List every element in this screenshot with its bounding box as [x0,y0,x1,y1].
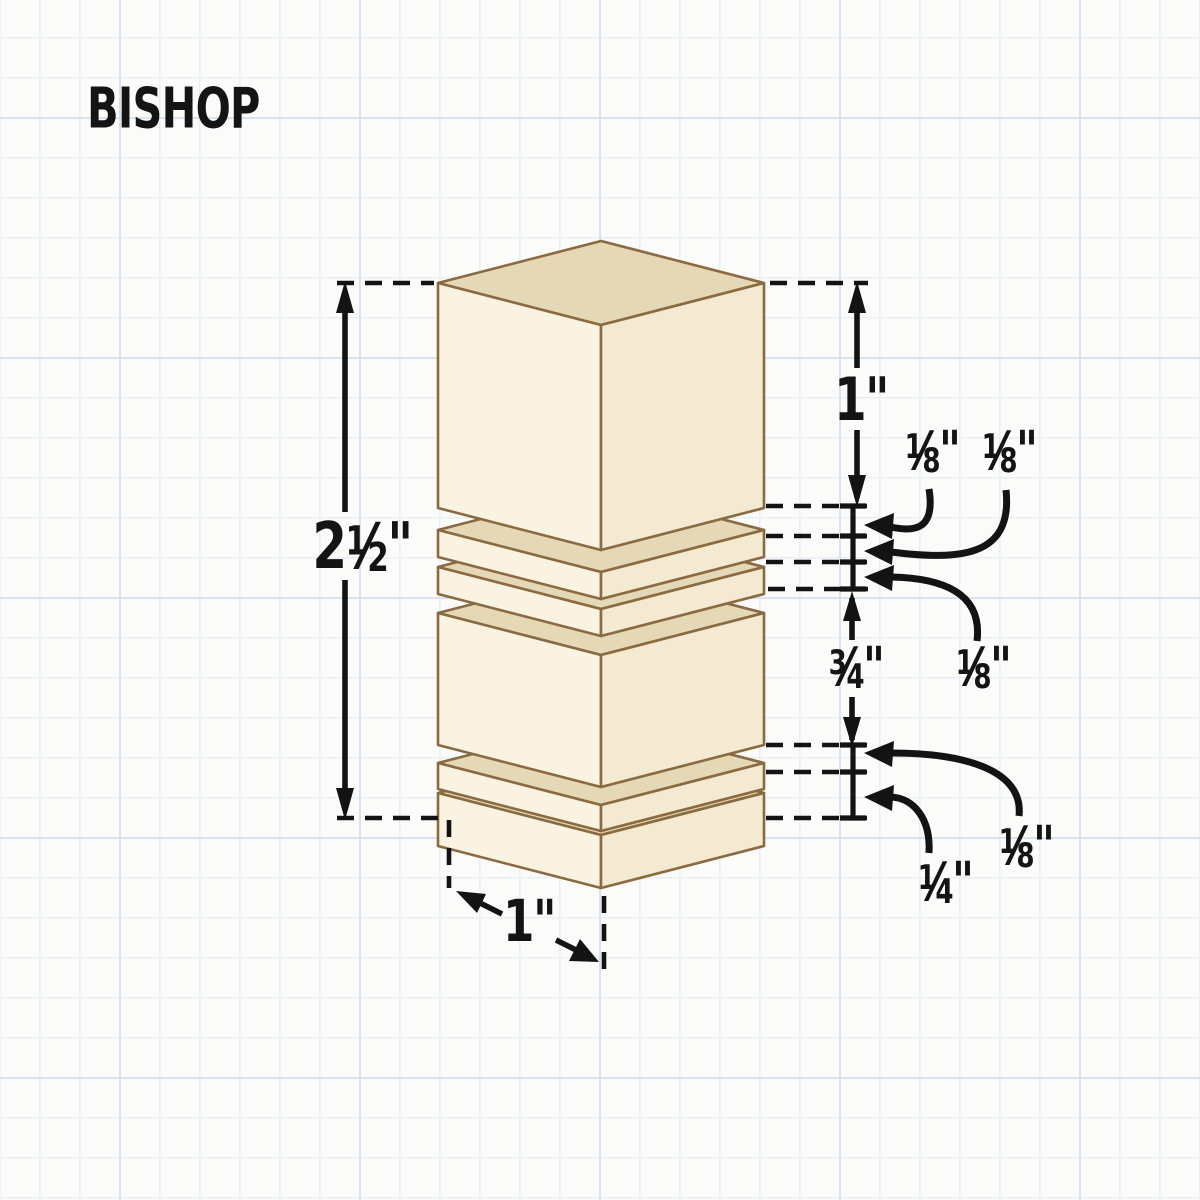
top-block-left-face [436,281,603,552]
arrowhead-down-icon [843,717,861,747]
base-num: 1 [917,858,936,898]
collar-num: 3 [828,643,847,683]
dim-label-base-width: 1" [503,892,557,950]
ring1-right-face [599,528,766,601]
base-slash: ⁄ [932,852,939,914]
footring-den: 8 [1016,836,1034,876]
ring2-right-face [599,565,766,638]
ring1-den: 8 [922,441,940,481]
ring2-den: 8 [999,441,1017,481]
tick-marks [840,503,866,821]
arrowhead-upleft-icon [456,891,486,913]
total-den: 2 [367,535,389,582]
width-unit: " [532,887,557,955]
arrowhead-left-icon [864,565,894,591]
base-den: 4 [935,872,953,912]
ring3-unit: " [990,635,1012,699]
ring2-callout-curve [890,489,1011,559]
top1-whole: 1 [834,365,867,435]
total-whole: 2 [312,510,347,584]
base-right-face [599,791,766,890]
total-unit: " [387,510,413,584]
arrowhead-down-icon [336,788,354,820]
dim-top-block-line [848,281,866,507]
dim-label-base-height: 1⁄4" [917,852,974,914]
dim-label-foot-ring: 1⁄8" [998,816,1055,878]
arrowhead-downright-icon [569,939,599,962]
footring-slash: ⁄ [1013,816,1020,878]
footring-unit: " [1033,814,1055,878]
collar-slash: ⁄ [843,637,850,699]
dim-label-ring-2: 1⁄8" [981,421,1038,483]
footring-num: 1 [998,822,1017,862]
ring2-unit: " [1016,419,1038,483]
ring3-num: 1 [955,643,974,683]
dim-label-total-height: 21⁄2" [312,515,413,582]
ring1-slash: ⁄ [919,421,926,483]
total-slash: ⁄ [363,510,371,583]
page-title: BISHOP [87,76,260,142]
top-block-right-face [599,281,766,552]
ring3-den: 8 [973,657,991,697]
arrowhead-up-icon [848,281,866,313]
ring1-unit: " [939,419,961,483]
dim-label-top-block: 1" [834,370,889,430]
base-unit: " [952,850,974,914]
total-num: 1 [345,518,368,565]
top1-unit: " [865,365,889,435]
ring3-slash: ⁄ [970,637,977,699]
ring2-slash: ⁄ [996,421,1003,483]
arrowhead-down-icon [848,475,866,507]
dim-total-height-line [336,281,354,820]
collar-den: 4 [846,657,864,697]
width-whole: 1 [503,887,534,955]
callout-arrows [864,488,1023,854]
arrowhead-up-icon [336,281,354,313]
dim-label-ring-3: 1⁄8" [955,637,1012,699]
dim-label-collar: 3⁄4" [828,637,885,699]
arrowhead-left-icon [864,741,894,767]
dim-collar-line [843,591,861,747]
base-callout-curve [890,793,933,854]
collar-right-face [599,611,766,789]
ring1-callout-curve [890,488,934,533]
arrowhead-up-icon [843,591,861,621]
dim-base-width-line [456,891,599,962]
arrowhead-left-icon [864,785,894,811]
ring1-num: 1 [904,427,923,467]
dim-label-ring-1: 1⁄8" [904,421,961,483]
footring-callout-curve [890,749,1023,817]
collar-unit: " [863,635,885,699]
top-block [436,239,766,552]
foot-ring-right-face [599,761,766,833]
arrowhead-left-icon [864,513,894,539]
ring3-callout-curve [890,573,982,642]
arrowhead-left-icon [864,539,894,565]
ring2-num: 1 [981,427,1000,467]
